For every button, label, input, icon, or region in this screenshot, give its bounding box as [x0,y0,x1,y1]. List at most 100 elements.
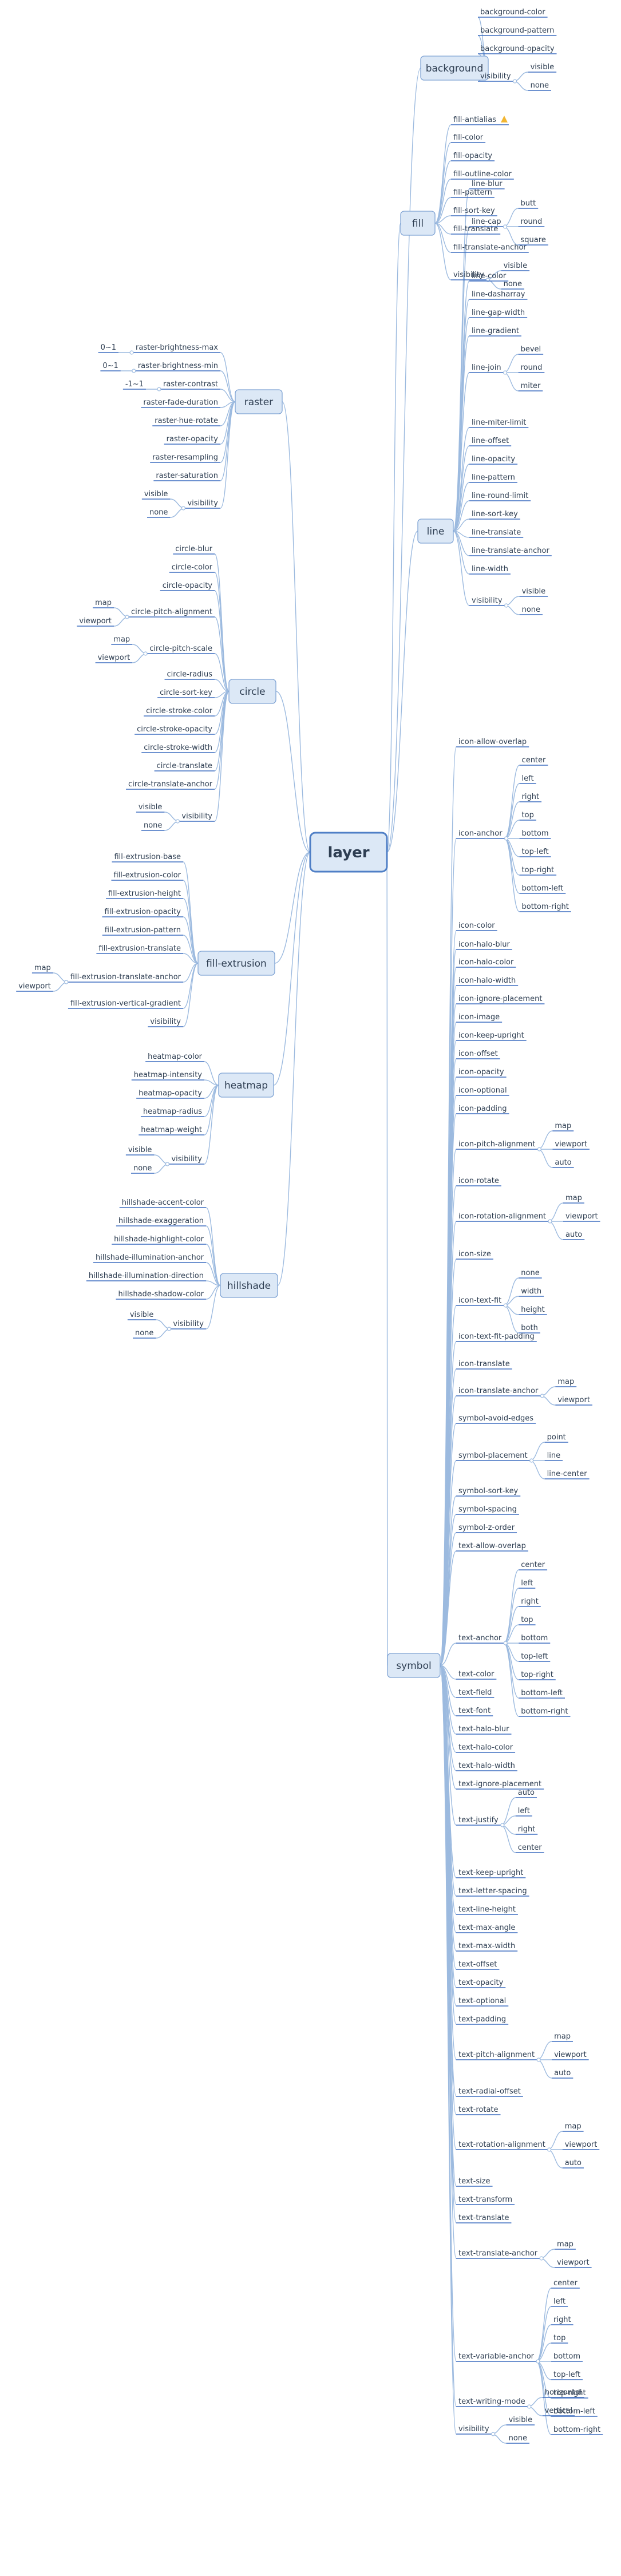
node-bottom[interactable]: bottom [519,1634,551,1644]
node-auto[interactable]: auto [563,1230,585,1240]
node-circle-translate-anchor[interactable]: circle-translate-anchor [126,780,215,790]
node-fill-extrusion-base[interactable]: fill-extrusion-base [112,853,183,862]
node-none[interactable]: none [141,821,165,831]
node-heatmap-color[interactable]: heatmap-color [145,1052,204,1062]
node-fill-outline-color[interactable]: fill-outline-color [451,170,514,180]
node-circle-sort-key[interactable]: circle-sort-key [157,688,215,698]
node-text-field[interactable]: text-field [456,1688,495,1698]
node-text-writing-mode[interactable]: text-writing-mode [456,2397,528,2407]
node-viewport[interactable]: viewport [552,2051,589,2060]
node-bevel[interactable]: bevel [518,345,544,355]
node-auto[interactable]: auto [552,2069,573,2079]
node-center[interactable]: center [519,756,548,766]
branch-symbol[interactable]: symbol [387,1653,441,1678]
node-text-variable-anchor[interactable]: text-variable-anchor [456,2352,537,2362]
node-line-pattern[interactable]: line-pattern [469,473,517,483]
node-bottom-left[interactable]: bottom-left [551,2407,598,2417]
node-line-miter-limit[interactable]: line-miter-limit [469,418,529,428]
node-fill-extrusion-pattern[interactable]: fill-extrusion-pattern [102,926,183,936]
node-text-translate-anchor[interactable]: text-translate-anchor [456,2249,540,2259]
node-visibility[interactable]: visibility [185,499,220,509]
node-circle-stroke-width[interactable]: circle-stroke-width [141,743,215,753]
node-map[interactable]: map [562,2122,584,2132]
node-left[interactable]: left [551,2297,568,2307]
node-fill-translate-anchor[interactable]: fill-translate-anchor [451,243,529,253]
node-point[interactable]: point [544,1433,568,1443]
node-none[interactable]: none [519,1269,542,1279]
node-map[interactable]: map [93,599,114,608]
node-text-padding[interactable]: text-padding [456,2015,509,2025]
node-visibility[interactable]: visibility [169,1155,204,1165]
branch-fill-extrusion[interactable]: fill-extrusion [197,951,275,976]
node-visible[interactable]: visible [136,803,165,813]
node-icon-anchor[interactable]: icon-anchor [456,829,505,839]
node-raster-brightness-min[interactable]: raster-brightness-min [135,362,220,371]
node-viewport[interactable]: viewport [552,1140,590,1150]
node-none[interactable]: none [506,2434,530,2444]
node-line-blur[interactable]: line-blur [469,180,505,189]
node-heatmap-weight[interactable]: heatmap-weight [139,1126,204,1135]
node-text-max-width[interactable]: text-max-width [456,1942,518,1952]
node-line-dasharray[interactable]: line-dasharray [469,290,528,300]
node-text-allow-overlap[interactable]: text-allow-overlap [456,1542,528,1552]
node-visible[interactable]: visible [506,2416,535,2425]
node-text-opacity[interactable]: text-opacity [456,1979,506,1988]
node-viewport[interactable]: viewport [555,1396,592,1406]
node-left[interactable]: left [519,1579,536,1589]
node-raster-resampling[interactable]: raster-resampling [150,453,220,463]
expand-dot-icon[interactable] [529,1458,534,1463]
node-icon-allow-overlap[interactable]: icon-allow-overlap [456,738,529,747]
node-fill-extrusion-opacity[interactable]: fill-extrusion-opacity [102,908,183,917]
node-hillshade-highlight-color[interactable]: hillshade-highlight-color [112,1235,206,1245]
node-visibility[interactable]: visibility [148,1018,183,1027]
node-line-gap-width[interactable]: line-gap-width [469,308,528,318]
expand-dot-icon[interactable] [540,1394,544,1398]
node-symbol-avoid-edges[interactable]: symbol-avoid-edges [456,1414,536,1424]
node-top-right[interactable]: top-right [519,1671,556,1680]
expand-dot-icon[interactable] [175,819,180,824]
node-icon-pitch-alignment[interactable]: icon-pitch-alignment [456,1140,538,1150]
node-symbol-sort-key[interactable]: symbol-sort-key [456,1487,521,1497]
node-visibility[interactable]: visibility [451,271,486,280]
node-bottom[interactable]: bottom [519,829,551,839]
node-1-1[interactable]: -1~1 [122,380,146,390]
node-0-1[interactable]: 0~1 [100,362,121,371]
node-map[interactable]: map [552,1122,574,1131]
expand-dot-icon[interactable] [536,2057,541,2062]
expand-dot-icon[interactable] [167,1327,172,1331]
node-visibility[interactable]: visibility [478,72,513,82]
node-bottom-left[interactable]: bottom-left [519,1689,565,1699]
node-circle-color[interactable]: circle-color [169,563,215,573]
node-none[interactable]: none [132,1329,156,1339]
node-0-1[interactable]: 0~1 [98,343,119,353]
branch-line[interactable]: line [417,519,454,544]
node-fill-pattern[interactable]: fill-pattern [451,188,495,198]
node-visibility[interactable]: visibility [456,2425,492,2435]
node-circle-stroke-opacity[interactable]: circle-stroke-opacity [135,725,215,735]
node-hillshade-illumination-anchor[interactable]: hillshade-illumination-anchor [93,1253,206,1263]
expand-dot-icon[interactable] [129,350,134,355]
expand-dot-icon[interactable] [547,2147,552,2152]
expand-dot-icon[interactable] [503,1303,508,1308]
node-text-halo-width[interactable]: text-halo-width [456,1762,517,1771]
node-icon-rotation-alignment[interactable]: icon-rotation-alignment [456,1212,548,1222]
node-raster-brightness-max[interactable]: raster-brightness-max [133,343,220,353]
node-circle-pitch-scale[interactable]: circle-pitch-scale [147,644,215,654]
node-butt[interactable]: butt [518,199,539,209]
node-line-offset[interactable]: line-offset [469,437,512,446]
node-text-line-height[interactable]: text-line-height [456,1905,518,1915]
node-visibility[interactable]: visibility [171,1320,206,1329]
node-text-max-angle[interactable]: text-max-angle [456,1924,518,1933]
node-text-transform[interactable]: text-transform [456,2195,515,2205]
node-visibility[interactable]: visibility [469,596,505,606]
node-icon-text-fit-padding[interactable]: icon-text-fit-padding [456,1332,537,1342]
node-both[interactable]: both [519,1324,540,1333]
node-round[interactable]: round [518,363,545,373]
root-node[interactable]: layer [309,832,388,873]
node-top-right[interactable]: top-right [551,2389,588,2399]
expand-dot-icon[interactable] [504,603,509,608]
node-text-anchor[interactable]: text-anchor [456,1634,504,1644]
node-bottom[interactable]: bottom [551,2352,583,2362]
node-line-gradient[interactable]: line-gradient [469,327,521,337]
node-line-width[interactable]: line-width [469,565,511,575]
